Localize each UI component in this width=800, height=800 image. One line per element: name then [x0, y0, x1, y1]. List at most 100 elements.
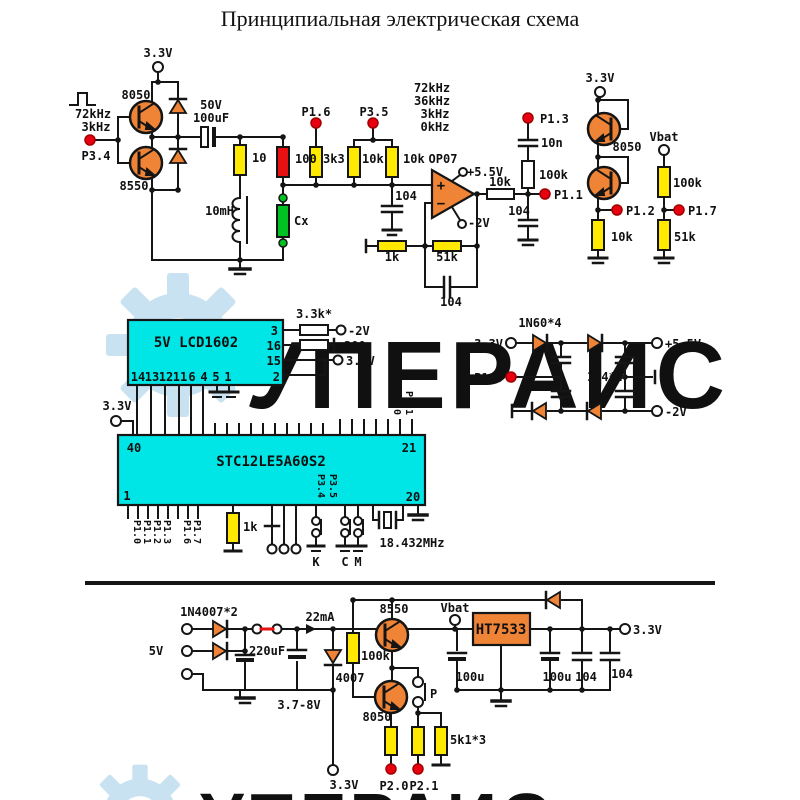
- label-plus55: +5.5V: [467, 165, 503, 179]
- square-wave-icon: [69, 92, 96, 106]
- capacitor-104-psu1: [571, 651, 593, 662]
- label-vbat-ref: Vbat: [650, 130, 679, 144]
- label-1n60: 1N60*4: [518, 316, 561, 330]
- crystal-18mhz: [377, 510, 398, 530]
- mcu-pin-40: 40: [127, 441, 141, 455]
- resistor-3k3: [309, 146, 323, 178]
- resistor-3k3-contrast: [299, 324, 329, 336]
- terminal-p2-0: [385, 763, 397, 775]
- terminal-3v3-lcd: [332, 354, 344, 366]
- diode-osc-top: [168, 97, 188, 115]
- wires-charge-pump: [511, 342, 653, 412]
- resistor-10k-1: [347, 146, 361, 178]
- wires-oscillator: [94, 71, 284, 270]
- mcu-pin-1: 1: [123, 489, 130, 503]
- label-10mh: 10mH: [205, 204, 234, 218]
- lcd-pin-14: 14: [131, 370, 145, 384]
- resistor-100: [276, 146, 290, 178]
- resistor-100k-p13: [521, 160, 535, 189]
- mcu-p1-0: P1.0: [131, 520, 142, 544]
- terminal-p1-6: [310, 117, 322, 129]
- capacitor-100uf: [200, 126, 209, 148]
- label-p2-1: P2.1: [410, 779, 439, 793]
- label-r100: 100: [295, 152, 317, 166]
- label-3v3-ref: 3.3V: [586, 71, 615, 85]
- resistor-200: [299, 339, 329, 351]
- diode-1n4007-2: [211, 641, 229, 661]
- transistor-8550-osc: [128, 145, 164, 181]
- label-plus55-cp: +5.5V: [665, 337, 701, 351]
- switch-p: [412, 676, 426, 708]
- label-p1-0-cp: P1.0: [474, 371, 503, 385]
- mcu-p2-0: P2.0: [391, 391, 402, 415]
- lcd1602-block: [126, 318, 285, 387]
- terminal-p3-5: [367, 117, 379, 129]
- label-104-fb: 104: [440, 295, 462, 309]
- resistor-1k: [377, 240, 407, 252]
- mcu-p1-2: P1.2: [151, 520, 162, 544]
- resistor-100k-psu: [346, 632, 360, 664]
- label-p3-5: P3.5: [360, 105, 389, 119]
- label-37-8v: 3.7-8V: [277, 698, 320, 712]
- capacitor-104-feedback: [442, 275, 452, 299]
- label-10k-1: 10k: [362, 152, 384, 166]
- label-100k-psu: 100k: [361, 649, 391, 663]
- opamp-power-stubs: [450, 173, 462, 222]
- terminal-vbat-psu: [449, 614, 461, 626]
- label-1n4007: 1N4007*2: [180, 605, 238, 619]
- transistor-8050-psu: [373, 679, 409, 715]
- lcd-pin-3: 3: [271, 324, 278, 338]
- label-freq-36: 36kHz: [414, 94, 450, 108]
- label-50v: 50V: [200, 98, 222, 112]
- diode-1n60-2: [586, 333, 604, 353]
- label-freq-72: 72kHz: [414, 81, 450, 95]
- mcu-section: [116, 419, 429, 555]
- terminal-minus2v: [457, 219, 467, 229]
- diode-1n60-4: [585, 401, 603, 421]
- lcd-pin-5: 5: [212, 370, 219, 384]
- label-100k-ref: 100k: [673, 176, 703, 190]
- ht7533-block: [471, 611, 532, 647]
- capacitor-100u-2: [539, 651, 561, 661]
- label-p1-2: P1.2: [626, 204, 655, 218]
- mcu-p1-1: P1.1: [141, 520, 152, 544]
- label-8550-psu: 8550: [380, 602, 409, 616]
- switch-k: [306, 516, 326, 552]
- label-p3-4: P3.4: [82, 149, 111, 163]
- label-5v: 5V: [149, 644, 163, 658]
- label-m: M: [354, 555, 361, 569]
- lcd-pin-16: 16: [267, 339, 281, 353]
- wires-lcd: [120, 329, 337, 436]
- terminal-5v-1: [181, 623, 193, 635]
- watermark-text-bottom: УПЕРАИС: [200, 779, 554, 800]
- lcd-title: 5V LCD1602: [154, 335, 238, 351]
- terminal-p2-1: [412, 763, 424, 775]
- mcu-p2-1: P2.1: [403, 391, 414, 415]
- cx-node-top: [278, 193, 288, 203]
- reg-title: HT7533: [476, 622, 527, 638]
- resistor-51k: [432, 240, 462, 252]
- section-divider: [85, 581, 715, 585]
- capacitor-cx: [276, 204, 290, 238]
- lcd-pin-15: 15: [267, 354, 281, 368]
- label-51k-ref: 51k: [674, 230, 696, 244]
- label-72khz: 72kHz: [75, 107, 111, 121]
- terminal-p3-4: [84, 134, 96, 146]
- label-p1-1: P1.1: [554, 188, 583, 202]
- lcd-pin-12: 12: [159, 370, 173, 384]
- label-8050-psu: 8050: [363, 710, 392, 724]
- transistor-8050-ref-bottom: [586, 165, 622, 201]
- label-10k-2: 10k: [403, 152, 425, 166]
- label-minus2v: -2V: [468, 216, 490, 230]
- mcu-p1-6: P1.6: [181, 520, 192, 544]
- label-3v3-out: 3.3V: [633, 623, 662, 637]
- label-k: K: [312, 555, 320, 569]
- terminal-3v3-bat: [327, 764, 339, 776]
- diode-1n4007-1: [211, 619, 229, 639]
- label-100k-p13: 100k: [539, 168, 569, 182]
- terminal-minus2v-cp: [651, 405, 663, 417]
- terminal-3v3-mcu: [110, 415, 122, 427]
- capacitor-104-divider: [380, 204, 404, 214]
- label-200: 200: [344, 339, 366, 353]
